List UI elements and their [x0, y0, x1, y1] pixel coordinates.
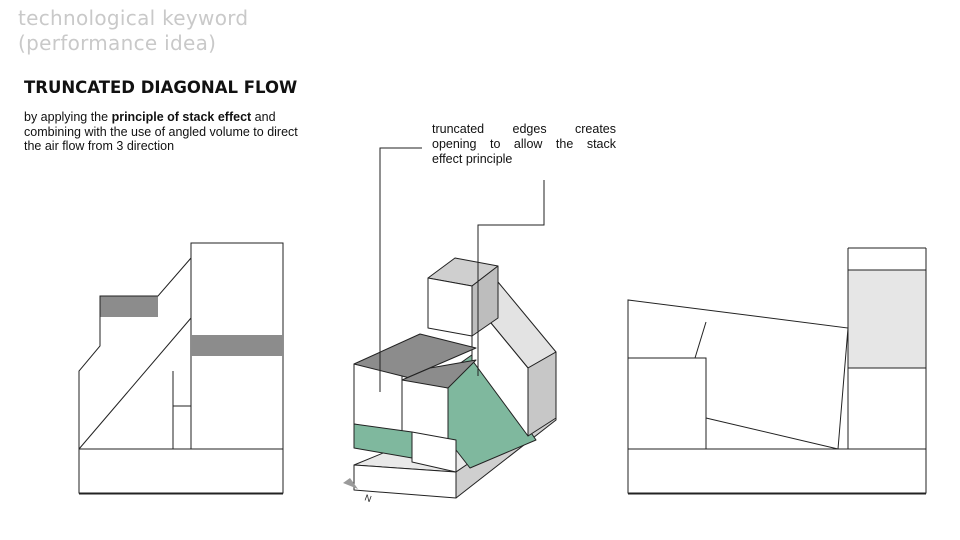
north-arrow-icon: [343, 478, 358, 489]
axo-ramp-side: [527, 351, 557, 437]
desc-bold-phrase: principle of stack effect: [111, 110, 252, 124]
axo-low-block-front-left: [353, 363, 403, 435]
annotation-text: truncated edges creates opening to allow…: [432, 122, 616, 167]
leader-line-left: [379, 147, 422, 392]
right-elevation: [627, 247, 927, 495]
desc-prefix: by applying the: [24, 110, 112, 124]
axo-front-low-white: [411, 431, 457, 473]
right-diagonal-bottom: [705, 417, 839, 450]
annotation-line-2: opening to allow the stack: [432, 137, 616, 151]
section-keyword-header: technological keyword (performance idea): [18, 6, 248, 56]
keyword-line-1: technological keyword: [18, 6, 249, 30]
left-angled-volume: [78, 257, 192, 449]
leader-line-right: [477, 180, 545, 376]
left-elevation: [78, 242, 284, 495]
right-tower-light-panel: [847, 269, 927, 369]
north-label: N: [363, 492, 373, 504]
leader-lines: [379, 147, 545, 392]
annotation-line-1: truncated edges creates: [432, 122, 616, 136]
center-axonometric: [353, 257, 557, 499]
concept-title: TRUNCATED DIAGONAL FLOW: [24, 78, 298, 97]
left-ground-band: [78, 448, 284, 494]
north-arrow: N: [343, 478, 373, 504]
right-low-box: [627, 357, 707, 450]
annotation-line-3: effect principle: [432, 152, 513, 166]
desc-suffix: and combining with the use of angled vol…: [24, 110, 298, 153]
left-tower-dark-band: [191, 335, 283, 356]
axo-low-block-dark-corner: [401, 359, 477, 389]
concept-description: by applying the principle of stack effec…: [24, 110, 304, 154]
axo-top-cube-front: [427, 277, 473, 337]
left-dark-band: [100, 296, 158, 317]
keyword-line-2: (performance idea): [18, 31, 217, 55]
right-inner-slant: [694, 321, 707, 359]
left-inner-diagonal: [78, 317, 192, 450]
right-ground-band: [627, 448, 927, 494]
